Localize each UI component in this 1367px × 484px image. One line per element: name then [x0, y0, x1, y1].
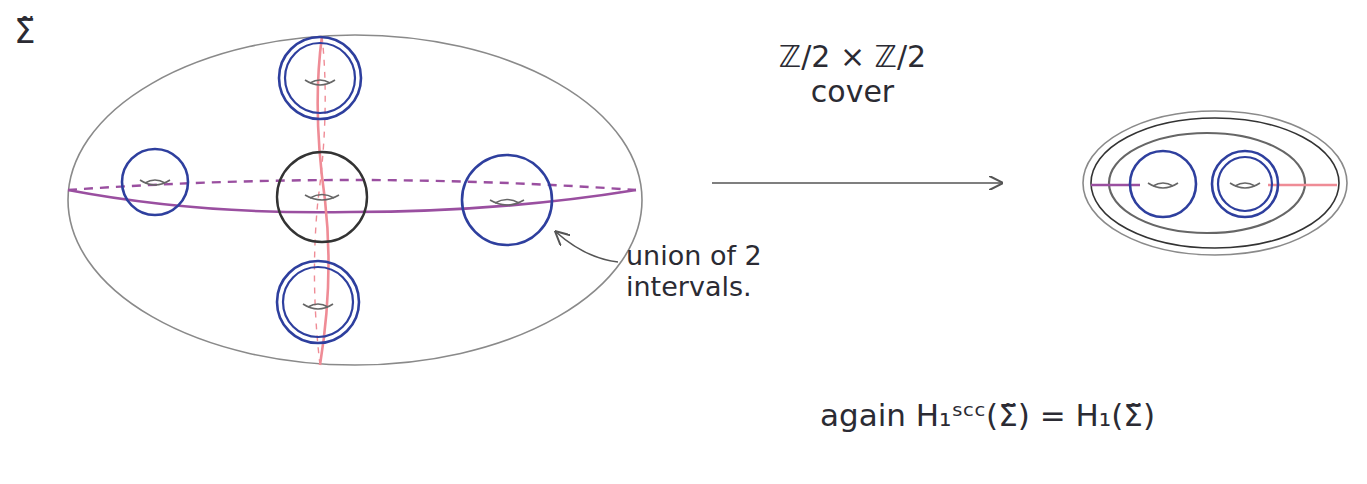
handle-circle: [1130, 151, 1196, 217]
cover-arrow: [712, 182, 1002, 184]
genus-five-surface: [68, 35, 642, 365]
genus-two-outline: [1091, 118, 1339, 248]
surface-name: Σ̃: [14, 12, 74, 51]
handle-circle: [1218, 157, 1272, 211]
torus-holes: [1148, 183, 1260, 188]
leader-arrow: [556, 232, 618, 262]
handle-circles: [122, 37, 552, 343]
genus-two-inner: [1109, 133, 1305, 233]
handle-circle: [1212, 151, 1278, 217]
callout-note: union of 2 intervals.: [626, 240, 856, 302]
purple-arc: [1091, 184, 1140, 187]
torus-holes: [140, 80, 524, 309]
genus-two-surface: [1083, 111, 1347, 255]
homology-note: again H₁ˢᶜᶜ(Σ̃) = H₁(Σ̃): [820, 398, 1340, 434]
cover-label: ℤ/2 × ℤ/2 cover: [765, 40, 940, 109]
